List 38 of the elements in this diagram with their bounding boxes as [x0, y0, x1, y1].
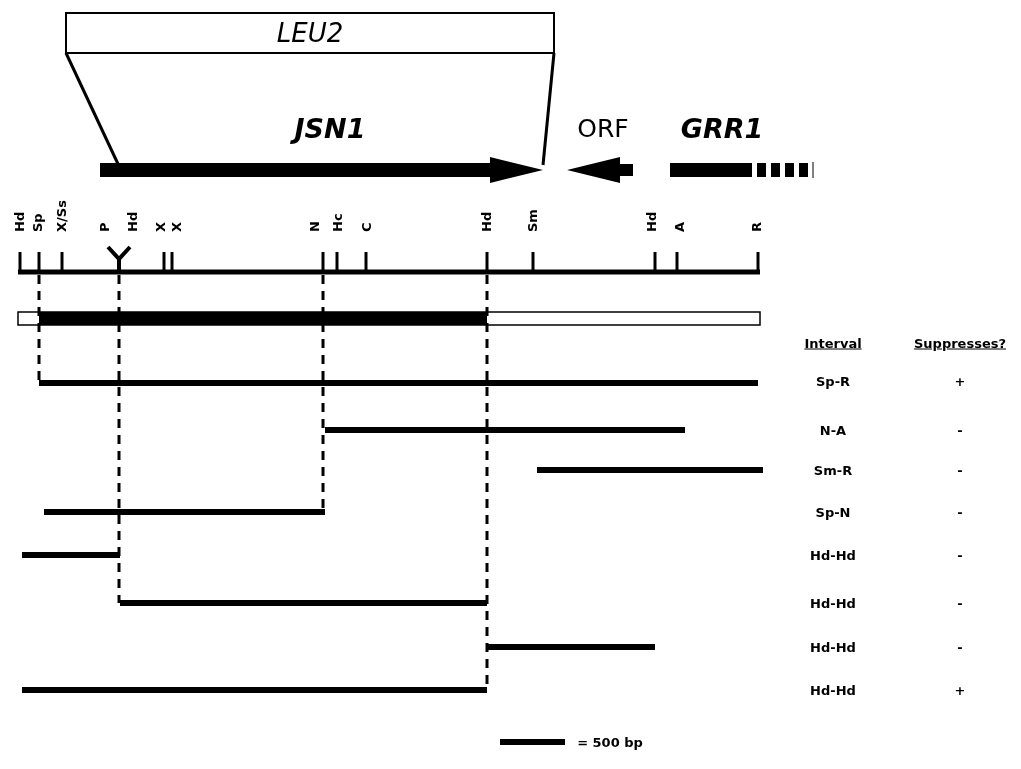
- table-cell: +: [954, 683, 966, 697]
- site-label: C: [360, 222, 373, 232]
- site-label: R: [750, 222, 763, 232]
- site-label: Hd: [645, 211, 658, 232]
- site-label: X: [154, 221, 167, 232]
- table-cell: Sp-N: [815, 505, 851, 519]
- gene-name: ORF: [577, 115, 629, 141]
- table-cell: Hd-Hd: [810, 683, 856, 697]
- site-label: Hc: [331, 213, 344, 232]
- table-cell: -: [957, 505, 963, 519]
- site-label: Hd: [480, 211, 493, 232]
- table-cell: Sp-R: [815, 374, 851, 388]
- site-label: X/Ss: [55, 200, 68, 232]
- site-label: P: [98, 222, 111, 232]
- gene-name: LEU2: [276, 18, 344, 48]
- table-cell: Sm-R: [813, 463, 853, 477]
- gene-name: GRR1: [680, 114, 764, 142]
- site-label: N: [308, 221, 321, 232]
- table-cell: Hd-Hd: [810, 640, 856, 654]
- table-cell: -: [957, 463, 963, 477]
- table-cell: -: [957, 423, 963, 437]
- column-header: Interval: [804, 336, 862, 350]
- site-label: A: [673, 221, 686, 232]
- table-cell: -: [957, 596, 963, 610]
- site-label: X: [170, 221, 183, 232]
- site-label: Sp: [31, 213, 44, 232]
- table-cell: Hd-Hd: [810, 548, 856, 562]
- table-cell: +: [954, 374, 966, 388]
- table-cell: -: [957, 640, 963, 654]
- scale-label: = 500 bp: [577, 735, 643, 749]
- table-cell: N-A: [819, 423, 847, 437]
- gene-box: [65, 12, 555, 54]
- site-label: Hd: [126, 211, 139, 232]
- table-cell: -: [957, 548, 963, 562]
- site-label: Sm: [526, 209, 539, 232]
- column-header: Suppresses?: [914, 336, 1006, 350]
- table-cell: Hd-Hd: [810, 596, 856, 610]
- site-label: Hd: [13, 211, 26, 232]
